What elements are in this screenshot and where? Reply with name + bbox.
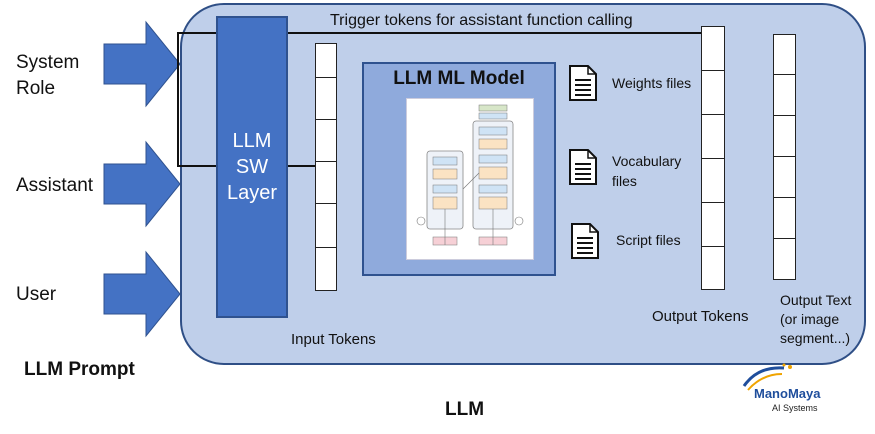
llm-prompt-label: LLM Prompt	[24, 359, 135, 380]
input-token-cell	[316, 248, 336, 292]
logo-name: ManoMaya	[754, 386, 821, 401]
output-token-cell	[702, 247, 724, 291]
manomaya-logo-mark	[742, 363, 792, 391]
output-token-cell	[702, 203, 724, 247]
output-token-cell	[702, 159, 724, 203]
output-text-cell	[774, 116, 795, 157]
assistant-label: Assistant	[16, 175, 94, 196]
output-token-cell	[702, 27, 724, 71]
output-text-cell	[774, 239, 795, 281]
output-token-cell	[702, 71, 724, 115]
llm-sw-layer: LLM SW Layer	[216, 16, 288, 318]
output-text-label: Output Text (or image segment...)	[780, 292, 852, 346]
transformer-architecture-image	[406, 98, 534, 260]
input-tokens-column	[315, 43, 337, 291]
vocabulary-files-label: Vocabulary files	[612, 153, 682, 189]
logo-tagline: AI Systems	[772, 403, 818, 413]
script-file-icon	[571, 223, 599, 259]
output-text-cell	[774, 157, 795, 198]
output-text-cell	[774, 75, 795, 116]
system-role-label: System Role	[16, 52, 80, 99]
llm-label: LLM	[445, 399, 485, 420]
sw-layer-line-1: LLM	[232, 130, 272, 152]
script-files-label: Script files	[616, 232, 681, 248]
system-role-arrow	[103, 20, 181, 108]
output-tokens-column	[701, 26, 725, 290]
assistant-arrow	[103, 140, 181, 228]
sw-layer-line-3: Layer	[226, 182, 278, 204]
llm-ml-model-box: LLM ML Model	[362, 62, 556, 276]
output-text-cell	[774, 198, 795, 239]
input-token-cell	[316, 44, 336, 78]
user-arrow	[103, 250, 181, 338]
output-tokens-label: Output Tokens	[652, 308, 749, 325]
output-text-column	[773, 34, 796, 280]
input-token-cell	[316, 162, 336, 204]
weights-files-label: Weights files	[612, 75, 692, 91]
vocabulary-file-icon	[569, 149, 597, 185]
model-title: LLM ML Model	[393, 68, 525, 89]
input-token-cell	[316, 204, 336, 248]
input-tokens-label: Input Tokens	[291, 331, 376, 348]
input-token-cell	[316, 78, 336, 120]
output-token-cell	[702, 115, 724, 159]
input-token-cell	[316, 120, 336, 162]
user-label: User	[16, 284, 57, 305]
output-text-cell	[774, 35, 795, 75]
sw-layer-line-2: SW	[235, 156, 269, 178]
weights-file-icon	[569, 65, 597, 101]
trigger-label: Trigger tokens for assistant function ca…	[330, 12, 633, 29]
